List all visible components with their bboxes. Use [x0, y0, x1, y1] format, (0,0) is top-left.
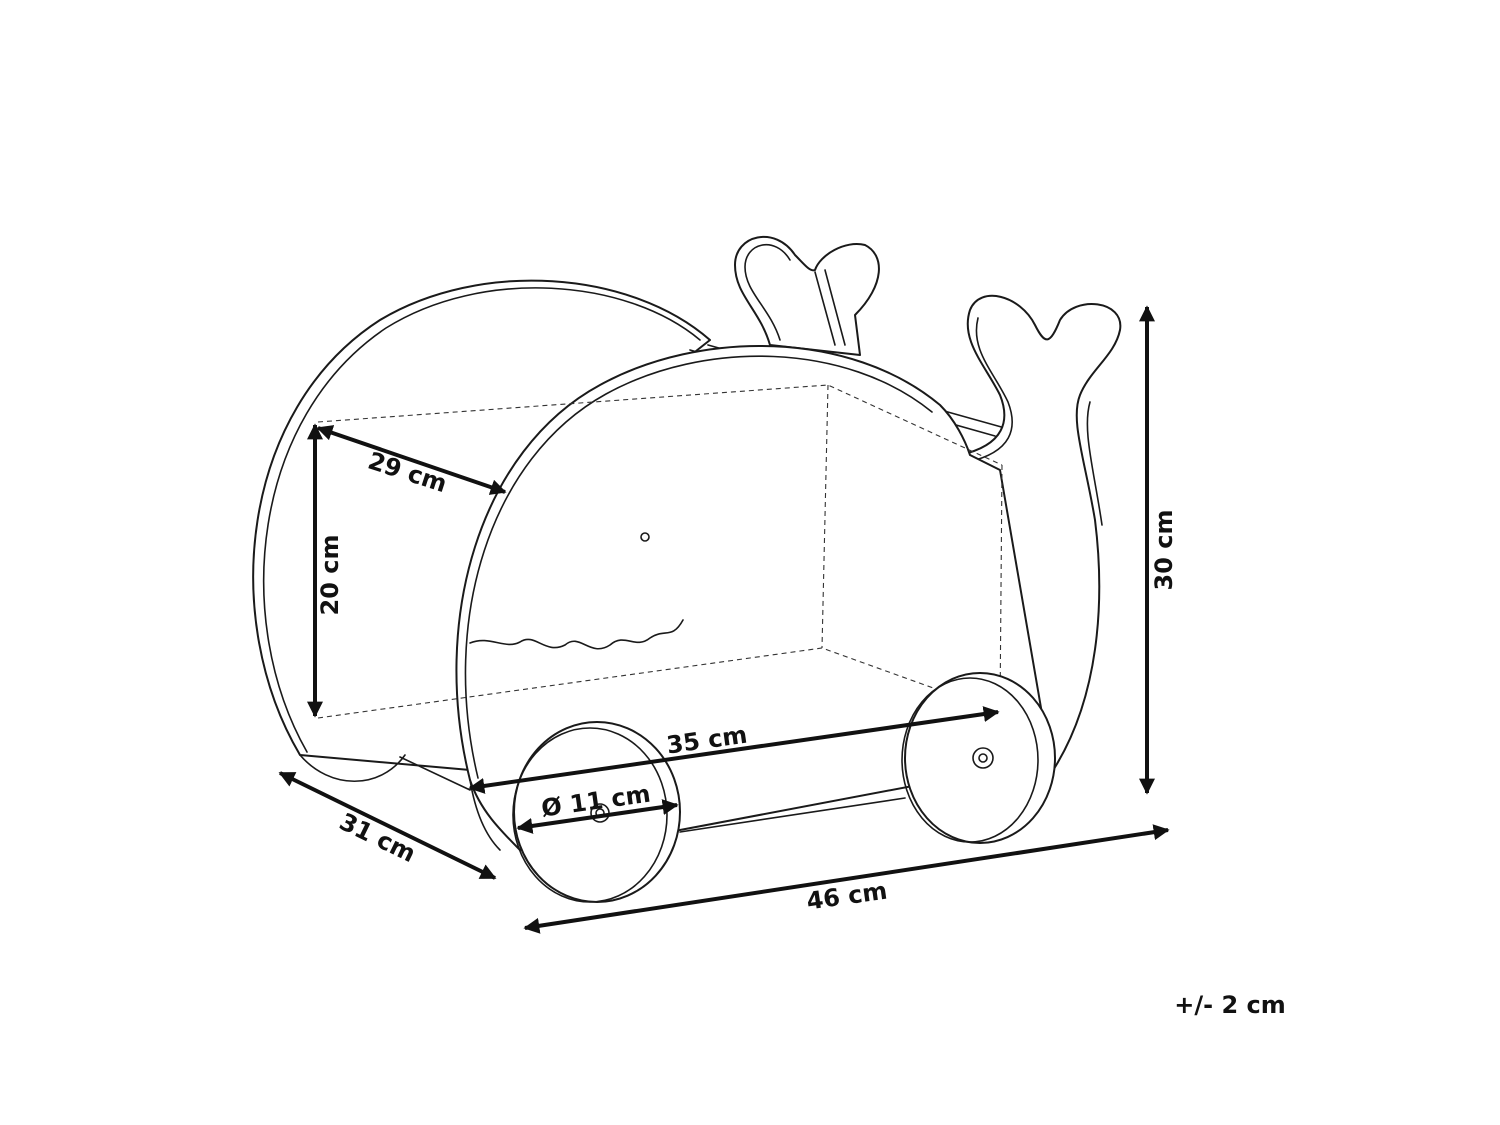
dim-line-35cm — [468, 706, 1000, 794]
label-30cm: 30 cm — [1150, 510, 1178, 591]
whale-eye — [640, 532, 650, 542]
label-20cm: 20 cm — [316, 535, 344, 616]
label-31cm: 31 cm — [335, 807, 420, 868]
dim-line-31cm — [278, 771, 497, 880]
dim-line-11cm — [516, 799, 679, 834]
whale-mouth-wave — [469, 619, 684, 650]
rear-wheel — [901, 672, 1056, 844]
whale-ears — [734, 236, 880, 356]
dim-line-46cm — [523, 824, 1170, 934]
tolerance-note: +/- 2 cm — [1174, 991, 1285, 1019]
whale-tail — [959, 294, 1122, 776]
dim-line-29cm — [316, 425, 507, 495]
